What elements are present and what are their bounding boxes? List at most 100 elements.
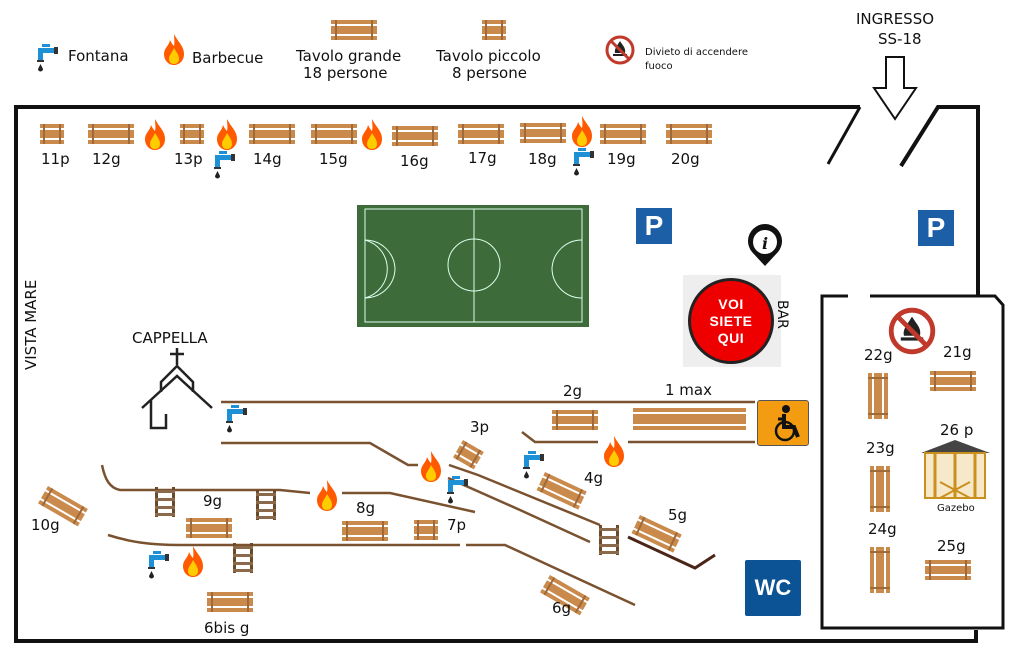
wc-sign: WC bbox=[745, 560, 801, 616]
table-25g[interactable] bbox=[925, 560, 971, 580]
ladder-icon bbox=[256, 490, 276, 520]
table-label-21g: 21g bbox=[943, 343, 972, 361]
table-label-20g: 20g bbox=[671, 150, 700, 168]
chapel-icon bbox=[141, 348, 213, 430]
fountain-icon bbox=[447, 476, 468, 504]
barbecue-icon bbox=[421, 451, 441, 482]
table-21g[interactable] bbox=[930, 371, 976, 391]
legend-big-table-line1: Tavolo grande bbox=[296, 47, 402, 65]
info-pin-icon[interactable]: i bbox=[748, 224, 782, 266]
table-label-25g: 25g bbox=[937, 537, 966, 555]
table-23g[interactable] bbox=[870, 466, 890, 512]
gazebo-enclosure bbox=[820, 294, 1005, 630]
fountain-icon bbox=[226, 405, 247, 433]
table-13p[interactable] bbox=[180, 124, 204, 144]
barbecue-icon bbox=[604, 436, 624, 467]
table-17g[interactable] bbox=[458, 124, 504, 144]
sea-view-label: VISTA MARE bbox=[22, 279, 40, 370]
svg-text:i: i bbox=[762, 234, 768, 253]
table-label-10g: 10g bbox=[31, 516, 60, 534]
table-label-6g: 6g bbox=[552, 599, 572, 617]
barbecue-icon bbox=[183, 546, 203, 577]
table-7p[interactable] bbox=[414, 520, 438, 540]
barbecue-icon bbox=[362, 119, 382, 150]
fountain-icon bbox=[523, 451, 544, 479]
ladder-icon bbox=[155, 487, 175, 517]
legend-fountain-label: Fontana bbox=[68, 47, 129, 65]
table-label-16g: 16g bbox=[400, 152, 429, 170]
table-label-19g: 19g bbox=[607, 150, 636, 168]
legend-no-fire-line2: fuoco bbox=[645, 61, 673, 72]
legend-fire-icon bbox=[164, 34, 184, 65]
entrance-arrow-icon bbox=[872, 56, 918, 121]
table-15g[interactable] bbox=[311, 124, 357, 144]
barbecue-icon bbox=[317, 480, 337, 511]
no-fire-icon bbox=[891, 310, 933, 352]
table-label-24g: 24g bbox=[868, 520, 897, 538]
table-label-23g: 23g bbox=[866, 439, 895, 457]
table-label-6bis-g: 6bis g bbox=[204, 619, 250, 637]
table-1-max[interactable] bbox=[633, 408, 746, 430]
table-14g[interactable] bbox=[249, 124, 295, 144]
legend-fountain-icon bbox=[37, 44, 58, 72]
table-label-3p: 3p bbox=[470, 418, 490, 436]
table-6bis-g[interactable] bbox=[207, 592, 253, 612]
table-20g[interactable] bbox=[666, 124, 712, 144]
legend-big-table-line2: 18 persone bbox=[303, 64, 388, 82]
legend-big-table-icon bbox=[331, 20, 377, 40]
table-12g[interactable] bbox=[88, 124, 134, 144]
table-16g[interactable] bbox=[392, 126, 438, 146]
table-label-2g: 2g bbox=[563, 382, 583, 400]
table-22g[interactable] bbox=[868, 373, 888, 419]
legend-small-table-icon bbox=[482, 20, 506, 40]
table-label-18g: 18g bbox=[528, 150, 557, 168]
table-19g[interactable] bbox=[600, 124, 646, 144]
entrance-label-line1: INGRESSO bbox=[856, 10, 935, 28]
you-are-here-line3: QUI bbox=[717, 329, 745, 346]
you-are-here-marker: VOI SIETE QUI bbox=[683, 275, 781, 367]
bar-label: BAR bbox=[774, 300, 790, 329]
legend-barbecue-label: Barbecue bbox=[192, 49, 264, 67]
table-label-8g: 8g bbox=[356, 499, 376, 517]
parking-sign: P bbox=[636, 208, 672, 244]
table-8g[interactable] bbox=[342, 521, 388, 541]
table-9g[interactable] bbox=[186, 518, 232, 538]
table-label-7p: 7p bbox=[447, 516, 467, 534]
ladder-icon bbox=[233, 543, 253, 573]
wheelchair-accessible-icon bbox=[757, 400, 809, 446]
barbecue-icon bbox=[217, 119, 237, 150]
table-label-11p: 11p bbox=[41, 150, 70, 168]
parking-sign: P bbox=[918, 210, 954, 246]
table-24g[interactable] bbox=[870, 547, 890, 593]
table-18g[interactable] bbox=[520, 123, 566, 143]
table-label-13p: 13p bbox=[174, 150, 203, 168]
fountain-icon bbox=[573, 148, 594, 176]
gazebo-icon[interactable] bbox=[921, 440, 990, 499]
table-label-5g: 5g bbox=[668, 506, 688, 524]
ladder-icon bbox=[599, 525, 619, 555]
table-label-1-max: 1 max bbox=[665, 381, 712, 399]
boundary-wall bbox=[14, 105, 978, 643]
barbecue-icon bbox=[572, 116, 592, 147]
table-label-14g: 14g bbox=[253, 150, 282, 168]
table-label-22g: 22g bbox=[864, 346, 893, 364]
table-4g[interactable] bbox=[536, 472, 587, 510]
legend-no-fire-line1: Divieto di accendere bbox=[645, 47, 749, 58]
table-2g[interactable] bbox=[552, 410, 598, 430]
barbecue-icon bbox=[145, 119, 165, 150]
legend-small-table-line2: 8 persone bbox=[452, 64, 527, 82]
legend-no-fire-icon bbox=[605, 35, 635, 65]
legend-small-table-line1: Tavolo piccolo bbox=[436, 47, 541, 65]
table-3p[interactable] bbox=[453, 440, 484, 470]
gazebo-label: Gazebo bbox=[937, 503, 975, 514]
football-field bbox=[357, 205, 589, 327]
you-are-here-line1: VOI bbox=[718, 295, 744, 312]
table-label-15g: 15g bbox=[319, 150, 348, 168]
chapel-label: CAPPELLA bbox=[132, 329, 208, 347]
fountain-icon bbox=[214, 151, 235, 179]
paths bbox=[100, 400, 755, 607]
you-are-here-line2: SIETE bbox=[709, 312, 753, 329]
table-label-17g: 17g bbox=[468, 149, 497, 167]
table-11p[interactable] bbox=[40, 124, 64, 144]
table-label-26p: 26 p bbox=[940, 421, 974, 439]
